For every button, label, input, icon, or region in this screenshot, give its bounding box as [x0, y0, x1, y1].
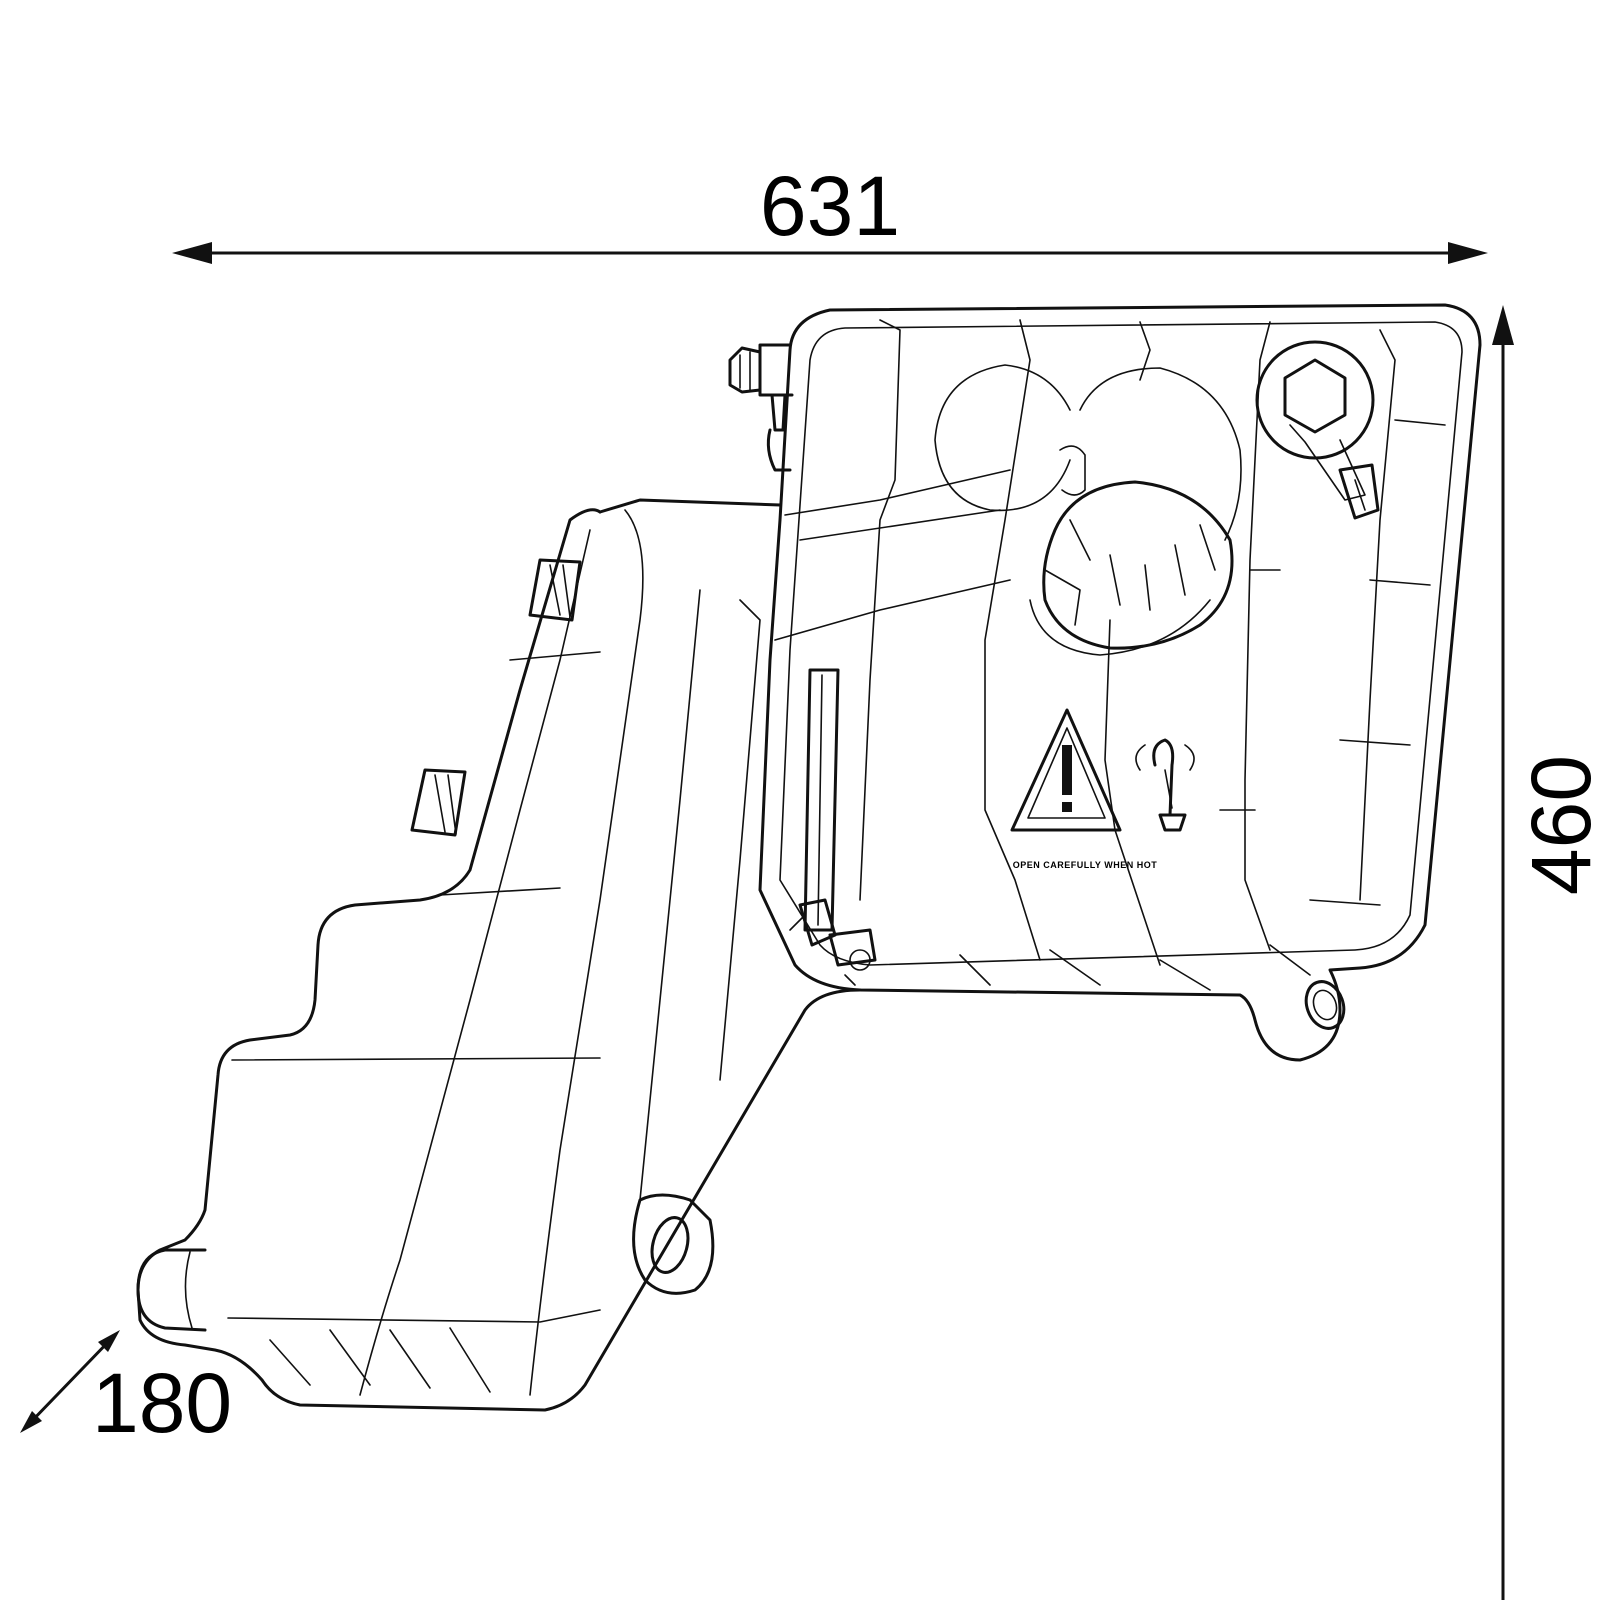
lower-tank-top-edge [598, 498, 782, 514]
level-sensor-connector [789, 898, 877, 986]
filler-opening-left [934, 364, 1071, 512]
level-marks-center [1219, 569, 1281, 811]
depth-dimension-label: 180 [92, 1356, 232, 1450]
pressure-cap [1042, 445, 1234, 650]
lower-bracket-hole [650, 1216, 690, 1274]
upper-tank-rim [779, 321, 1463, 966]
upper-contour-1 [784, 469, 1011, 516]
warning-triangle-icon [1010, 708, 1122, 832]
lower-tank-inner-edge-1 [529, 509, 644, 1396]
upper-rib-1 [859, 319, 901, 901]
upper-contour-2 [774, 579, 1011, 641]
height-arrow-top [1492, 305, 1514, 345]
upper-contour-3 [799, 509, 1001, 541]
height-dimension: 460 [1492, 305, 1600, 1600]
lower-tank-inner-edge-3 [639, 589, 701, 1201]
mounting-clip-lower [410, 768, 467, 837]
outlet-pipe-ring [184, 1251, 193, 1329]
filler-opening-lower [1029, 599, 1211, 656]
lower-tank-horizontal-1 [231, 1057, 601, 1061]
depth-arrow-top [98, 1330, 120, 1352]
lower-mounting-bracket [632, 1193, 715, 1295]
outlet-pipe [136, 1248, 207, 1332]
depth-dimension-line [26, 1336, 114, 1427]
depth-dimension: 180 [20, 1330, 232, 1450]
lower-tank-horizontal-2 [439, 887, 561, 896]
filler-opening-right [1079, 367, 1242, 541]
width-dimension: 631 [172, 159, 1488, 264]
hose-connector [728, 343, 794, 472]
upper-bottom-ribs [959, 944, 1311, 991]
width-dimension-label: 631 [760, 159, 900, 253]
right-bracket-hole [1304, 980, 1346, 1030]
width-arrow-left [172, 242, 212, 264]
lower-tank-bottom-ribs [269, 1327, 491, 1393]
level-sight-tube [803, 668, 840, 932]
lower-tank-bottom-rim [227, 1309, 601, 1323]
upper-rib-5 [1359, 329, 1396, 901]
mounting-clip-upper [528, 558, 582, 622]
lower-tank-inner-edge-4 [719, 599, 761, 1081]
lower-tank-outline [136, 508, 862, 1412]
right-mounting-bracket [1304, 980, 1346, 1030]
upper-tank-outline [758, 303, 1482, 1062]
lower-tank-horizontal-3 [509, 651, 601, 661]
depth-arrow-bottom [20, 1411, 42, 1433]
hex-bolt [1255, 340, 1380, 520]
level-marks-right [1309, 419, 1446, 906]
hot-steam-icon [1135, 738, 1195, 832]
warning-label: OPEN CAREFULLY WHEN HOT [1010, 708, 1195, 870]
upper-rib-2 [984, 319, 1041, 961]
lower-tank-inner-edge-2 [359, 529, 591, 1396]
warning-label-text: OPEN CAREFULLY WHEN HOT [1013, 860, 1158, 870]
upper-rib-4 [1244, 321, 1271, 951]
height-dimension-label: 460 [1514, 755, 1600, 895]
expansion-tank: OPEN CAREFULLY WHEN HOT [136, 303, 1482, 1412]
width-arrow-right [1448, 242, 1488, 264]
